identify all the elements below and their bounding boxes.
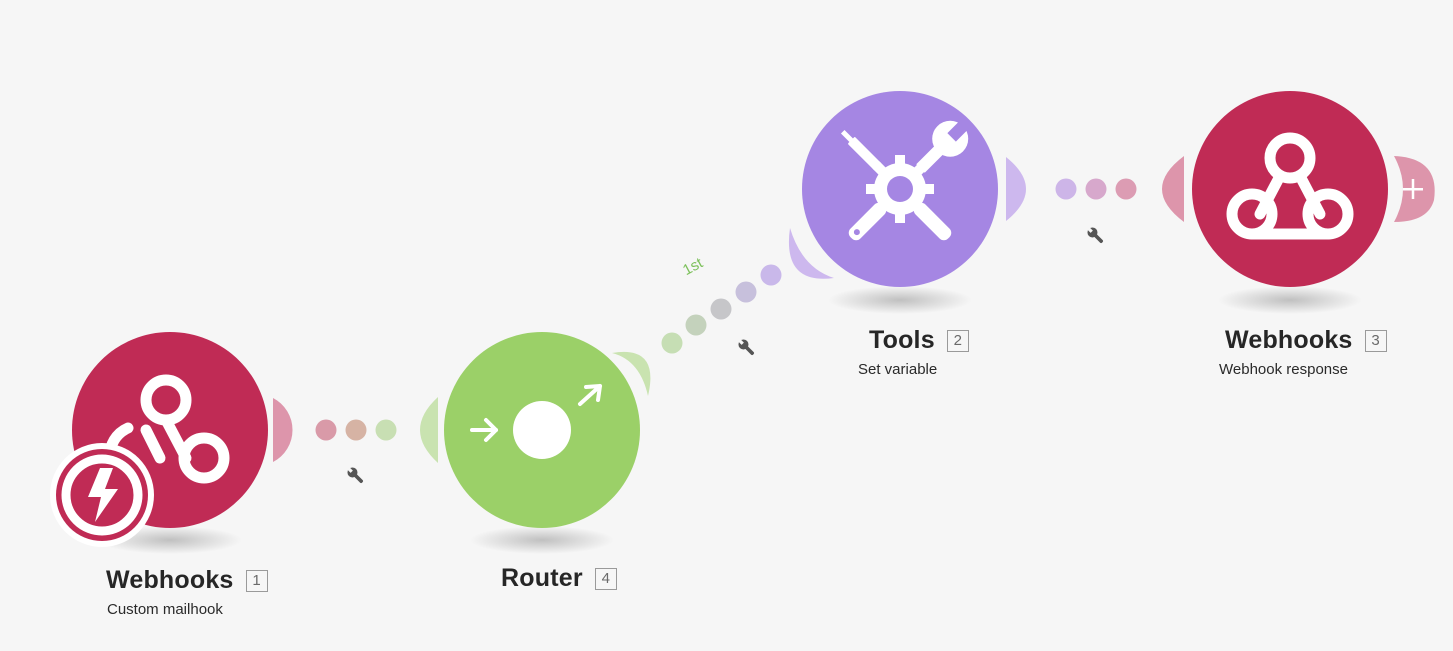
- instant-trigger-badge: [50, 443, 154, 547]
- output-port: [273, 398, 293, 462]
- connection-dot: [315, 419, 337, 441]
- connection-dot: [760, 264, 782, 286]
- module-4-title-row: Router 4: [501, 564, 617, 593]
- module-index-badge: 4: [594, 567, 617, 590]
- module-subtitle: Webhook response: [1219, 361, 1348, 378]
- filter-wrench-icon[interactable]: [1085, 225, 1106, 246]
- input-port: [788, 228, 834, 279]
- connection-dot: [375, 419, 397, 441]
- plus-icon: [1403, 179, 1423, 199]
- connection-tools-webhooks[interactable]: [1006, 156, 1184, 222]
- module-webhooks-3[interactable]: [1192, 91, 1388, 287]
- module-circle: [1192, 91, 1388, 287]
- tools-icon: [840, 120, 969, 241]
- connection-dot: [710, 298, 732, 320]
- connection-dot: [661, 332, 683, 354]
- module-shadow: [828, 286, 972, 314]
- connection-dot: [1055, 178, 1077, 200]
- webhook-icon: [1226, 132, 1354, 240]
- connection-webhooks-router[interactable]: [273, 397, 438, 463]
- router-icon: [470, 384, 602, 459]
- connection-router-tools[interactable]: [612, 228, 834, 396]
- module-subtitle: Set variable: [858, 361, 938, 378]
- output-port: [612, 351, 651, 396]
- lightning-icon: [88, 468, 118, 522]
- input-port: [420, 397, 438, 463]
- module-app-name: Webhooks: [106, 566, 234, 594]
- connection-dot: [1115, 178, 1137, 200]
- connection-dot: [685, 314, 707, 336]
- module-3-title-row: Webhooks 3: [1225, 326, 1387, 355]
- module-index-badge: 2: [946, 329, 969, 352]
- module-1-title-row: Webhooks 1: [106, 566, 268, 595]
- connection-dot: [1085, 178, 1107, 200]
- module-router-4[interactable]: [444, 332, 640, 528]
- module-2-title-row: Tools 2: [869, 326, 969, 355]
- filter-wrench-icon[interactable]: [736, 337, 757, 358]
- module-app-name: Router: [501, 564, 583, 592]
- module-shadow: [470, 526, 614, 554]
- filter-wrench-icon[interactable]: [345, 465, 366, 486]
- connection-dot: [345, 419, 367, 441]
- module-subtitle: Custom mailhook: [107, 601, 223, 618]
- module-shadow: [1218, 286, 1362, 314]
- module-app-name: Tools: [869, 326, 935, 354]
- module-tools-2[interactable]: [802, 91, 998, 287]
- module-index-badge: 1: [245, 569, 268, 592]
- output-port: [1006, 157, 1026, 221]
- webhook-icon: [104, 374, 230, 484]
- module-app-name: Webhooks: [1225, 326, 1353, 354]
- input-port: [1162, 156, 1184, 222]
- connection-dot: [735, 281, 757, 303]
- module-webhooks-1[interactable]: [50, 332, 268, 547]
- module-index-badge: 3: [1364, 329, 1387, 352]
- add-module-button[interactable]: [1394, 156, 1435, 222]
